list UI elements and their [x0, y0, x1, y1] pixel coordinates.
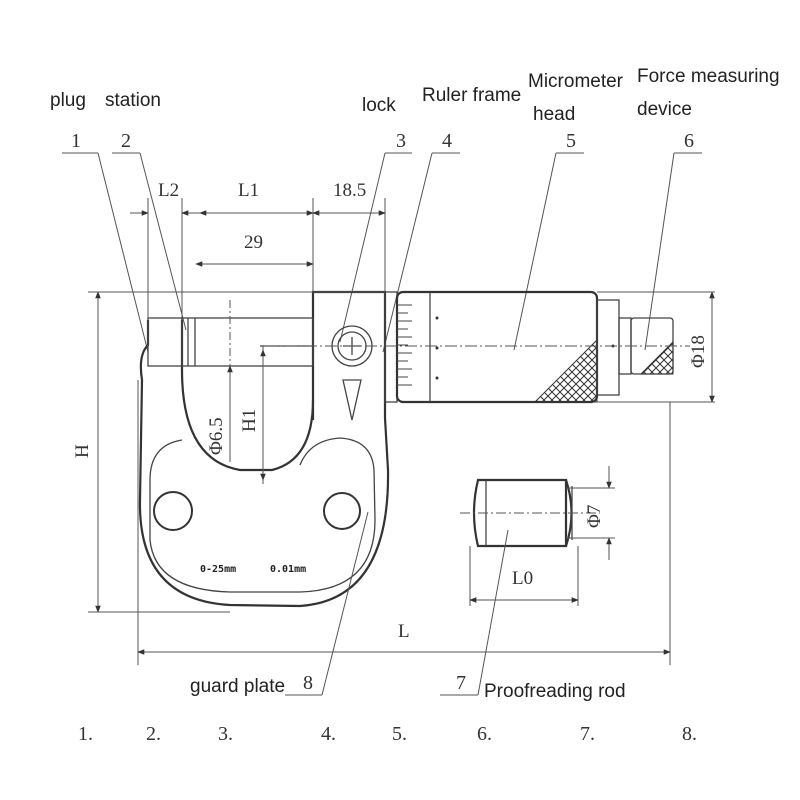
- svg-text:L: L: [398, 621, 410, 642]
- svg-text:2: 2: [121, 130, 131, 152]
- frame-resolution-text: 0.01mm: [270, 564, 306, 575]
- dim-phi18: Φ18: [688, 291, 715, 403]
- frame-range-text: 0-25mm: [200, 564, 236, 575]
- callout-5: 5: [513, 130, 584, 351]
- lock-knob: [331, 325, 373, 421]
- force-measuring-device: [596, 299, 674, 396]
- callout-1: 1: [62, 130, 149, 353]
- svg-text:1: 1: [71, 130, 81, 152]
- callout-6: 6: [644, 130, 702, 351]
- label-force-line1: Force measuring: [637, 66, 780, 87]
- svg-text:4: 4: [442, 130, 452, 152]
- callout-8: 8: [285, 511, 369, 696]
- label-micrometer-head-line1: Micrometer: [528, 71, 624, 92]
- dim-l: L: [137, 621, 671, 655]
- svg-text:7: 7: [456, 672, 466, 694]
- label-proofreading-rod: Proofreading rod: [484, 681, 626, 702]
- micrometer-head: [384, 290, 599, 404]
- list-item: 8.: [682, 723, 697, 745]
- list-item: 3.: [218, 723, 233, 745]
- svg-text:Φ7: Φ7: [584, 505, 605, 528]
- svg-text:L1: L1: [238, 180, 259, 201]
- label-plug: plug: [50, 90, 86, 111]
- callout-7: 7: [440, 529, 509, 696]
- svg-text:6: 6: [684, 130, 694, 152]
- dim-h1: H1: [239, 349, 266, 481]
- dim-l0: L0: [469, 546, 579, 606]
- label-micrometer-head-line2: head: [533, 104, 575, 125]
- list-item: 2.: [146, 723, 161, 745]
- list-item: 5.: [392, 723, 407, 745]
- label-force-line2: device: [637, 99, 692, 120]
- label-guard-plate: guard plate: [190, 676, 285, 697]
- svg-text:L2: L2: [158, 180, 179, 201]
- dim-29: 29: [195, 232, 314, 267]
- svg-text:29: 29: [244, 232, 263, 253]
- dim-18-5: 18.5: [312, 180, 386, 216]
- list-item: 6.: [477, 723, 492, 745]
- list-item: 4.: [321, 723, 336, 745]
- svg-text:5: 5: [566, 130, 576, 152]
- dim-h: H: [72, 291, 101, 613]
- dim-l1: L1: [199, 180, 314, 216]
- dim-phi7: Φ7: [566, 466, 615, 560]
- list-item: 7.: [580, 723, 595, 745]
- svg-text:8: 8: [303, 672, 313, 694]
- svg-text:3: 3: [396, 130, 406, 152]
- label-station: station: [105, 90, 161, 111]
- guard-plate-hole-left: [153, 491, 193, 531]
- svg-text:Φ6.5: Φ6.5: [206, 417, 227, 455]
- callout-4: 4: [382, 130, 460, 353]
- callout-3: 3: [339, 130, 412, 343]
- bottom-number-list: 1. 2. 3. 4. 5. 6. 7. 8.: [78, 723, 697, 745]
- proofreading-rod: [460, 478, 600, 548]
- svg-text:H: H: [72, 444, 93, 458]
- dim-phi6-5: Φ6.5: [206, 365, 233, 462]
- svg-text:Φ18: Φ18: [688, 335, 709, 368]
- list-item: 1.: [78, 723, 93, 745]
- guard-plate-hole-right: [323, 492, 361, 530]
- dim-l2: L2: [130, 180, 200, 216]
- label-ruler-frame: Ruler frame: [422, 85, 521, 106]
- svg-text:18.5: 18.5: [333, 180, 366, 201]
- callout-2: 2: [112, 130, 187, 331]
- svg-text:H1: H1: [239, 409, 260, 432]
- micrometer-frame: [138, 290, 390, 608]
- svg-text:L0: L0: [512, 568, 533, 589]
- label-lock: lock: [362, 95, 396, 116]
